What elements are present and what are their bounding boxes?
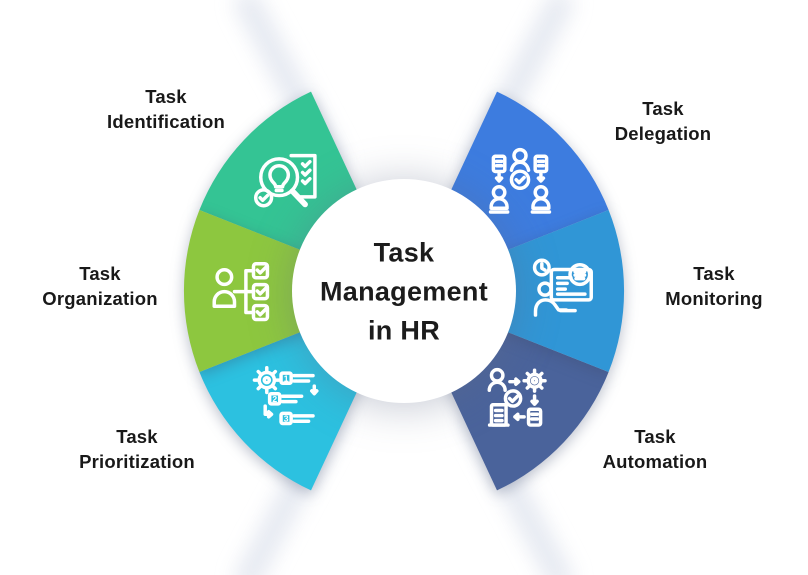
label-task-automation: Task Automation: [602, 426, 708, 472]
label-task-prioritization: Task Prioritization: [79, 426, 195, 472]
label-task-organization: Task Organization: [42, 263, 158, 309]
diagram-title: Task Management in HR: [319, 237, 489, 346]
center-circle: [292, 179, 516, 403]
label-task-delegation: Task Delegation: [614, 98, 712, 144]
label-task-monitoring: Task Monitoring: [665, 263, 763, 309]
segment-task-prioritization: [199, 327, 363, 491]
label-task-identification: Task Identification: [107, 86, 225, 132]
